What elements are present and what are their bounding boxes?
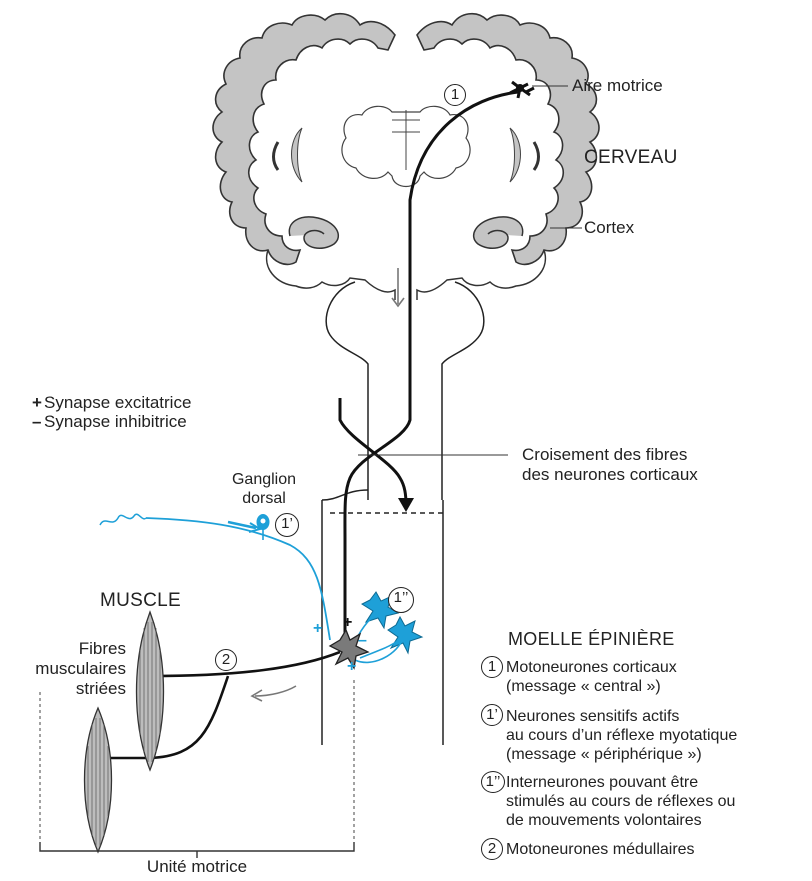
crossing-label: Croisement des fibres des neurones corti… — [522, 445, 698, 485]
synapse-key-excitatory: +Synapse excitatrice — [32, 393, 191, 413]
synapse-minus-blue: – — [358, 632, 367, 650]
legend-marker-1-double-prime: 1’’ — [481, 771, 505, 793]
muscle-label: MUSCLE — [100, 590, 181, 612]
muscle-spindle-receptor — [100, 514, 146, 525]
return-arrow — [252, 686, 296, 701]
interneuron-lower — [388, 617, 422, 653]
brain-section — [213, 14, 599, 306]
marker-1-prime: 1’ — [275, 513, 299, 537]
marker-1: 1 — [444, 84, 466, 106]
synapse-plus-black: + — [343, 614, 352, 632]
motor-unit-label: Unité motrice — [120, 857, 274, 877]
spinal-cord-title: MOELLE ÉPINIÈRE — [508, 629, 675, 649]
muscle-fibre-upper — [137, 612, 164, 770]
muscle-fibre-lower — [85, 708, 112, 852]
legend-marker-1: 1 — [481, 656, 503, 678]
ganglion-label: Ganglion dorsal — [229, 470, 299, 508]
fibres-label: Fibres musculaires striées — [20, 639, 126, 699]
brain-label: CERVEAU — [584, 147, 678, 169]
synapse-plus-blue-left: + — [313, 620, 322, 638]
right-hippocampus — [474, 217, 523, 248]
plus-symbol: + — [32, 393, 44, 413]
descending-arrow — [392, 268, 404, 306]
synapse-key-inhibitory: –Synapse inhibitrice — [32, 412, 187, 432]
legend-marker-2: 2 — [481, 838, 503, 860]
minus-symbol: – — [32, 412, 44, 432]
left-hippocampus — [289, 217, 338, 248]
legend-marker-1-prime: 1’ — [481, 704, 503, 726]
right-striatum — [510, 128, 521, 182]
synapse-plus-blue-bottom: + — [347, 658, 356, 676]
cortex-label: Cortex — [584, 218, 634, 238]
marker-1-double-prime: 1’’ — [388, 587, 414, 613]
left-striatum — [292, 128, 303, 182]
motor-area-neuron — [510, 82, 534, 98]
marker-2: 2 — [215, 649, 237, 671]
motor-area-label: Aire motrice — [572, 76, 663, 96]
